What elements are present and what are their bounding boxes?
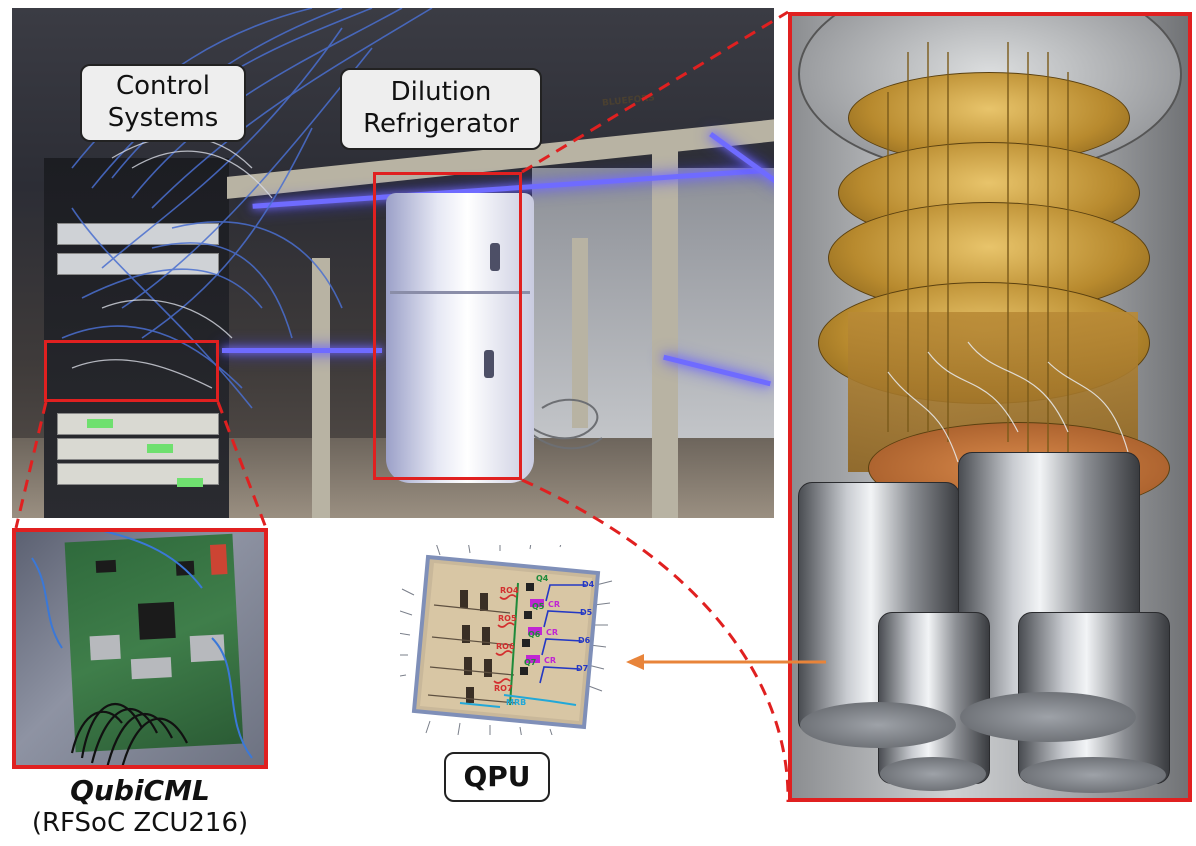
qubicml-title: QubiCML — [70, 774, 210, 807]
readout-label: RO7 — [494, 684, 513, 693]
cryostat-interior-photo — [788, 12, 1192, 802]
qubit-label: Q4 — [536, 574, 549, 583]
can-bottom — [1020, 757, 1166, 793]
rack-instrument — [57, 223, 219, 245]
cryostat-frame — [788, 12, 1192, 802]
readout-label: RO5 — [498, 614, 517, 623]
refrigerator-highlight — [373, 172, 522, 480]
frame-post — [312, 258, 330, 518]
dilution-refrigerator-label: Dilution Refrigerator — [340, 68, 542, 150]
instrument-display — [87, 419, 113, 428]
led-strip — [222, 348, 382, 353]
readout-label: RO6 — [496, 642, 515, 651]
label-line: Control — [116, 71, 210, 101]
frame-post — [572, 238, 588, 428]
qpu-label: QPU — [444, 752, 550, 802]
drive-label: D7 — [576, 664, 588, 673]
control-systems-label: Control Systems — [80, 64, 246, 142]
qubit-label: Q7 — [524, 658, 536, 667]
drive-label: D6 — [578, 636, 591, 645]
fridge-handle — [490, 243, 500, 271]
shield-can — [878, 612, 990, 784]
qubicml-frame — [12, 528, 268, 769]
coupler-label: CR — [548, 600, 560, 609]
board-cables — [31, 528, 253, 769]
resonator-label: MRB — [506, 698, 526, 707]
label-line: Systems — [107, 103, 219, 133]
fridge-seam — [390, 291, 530, 294]
coax-lines — [887, 42, 1129, 463]
qubit-label: Q5 — [532, 602, 545, 611]
control-systems-highlight — [44, 340, 219, 402]
drive-label: D4 — [582, 580, 595, 589]
can-bottom — [880, 757, 986, 791]
dilution-refrigerator-can — [386, 193, 534, 483]
qpu-chip-drawing: Q4 Q5 Q6 Q7 RO4 RO5 RO6 RO7 D4 D5 D6 D7 … — [393, 534, 613, 742]
qubicml-subtitle: (RFSoC ZCU216) — [31, 808, 249, 838]
label-line: Refrigerator — [363, 109, 519, 139]
cable-bundle — [61, 8, 603, 450]
frame-post — [652, 148, 678, 518]
drive-label: D5 — [580, 608, 593, 617]
instrument-display — [177, 478, 203, 487]
instrument-display — [147, 444, 173, 453]
qubicml-board-photo — [12, 528, 268, 769]
can-bottom — [960, 692, 1136, 742]
qubit-label: Q6 — [528, 630, 541, 639]
coupler-label: CR — [544, 656, 556, 665]
readout-label: RO4 — [500, 586, 519, 595]
can-bottom — [800, 702, 956, 748]
fridge-handle — [484, 350, 494, 378]
label-line: Dilution — [390, 77, 492, 107]
coupler-label: CR — [546, 628, 558, 637]
qpu-chip: Q4 Q5 Q6 Q7 RO4 RO5 RO6 RO7 D4 D5 D6 D7 … — [393, 534, 620, 742]
